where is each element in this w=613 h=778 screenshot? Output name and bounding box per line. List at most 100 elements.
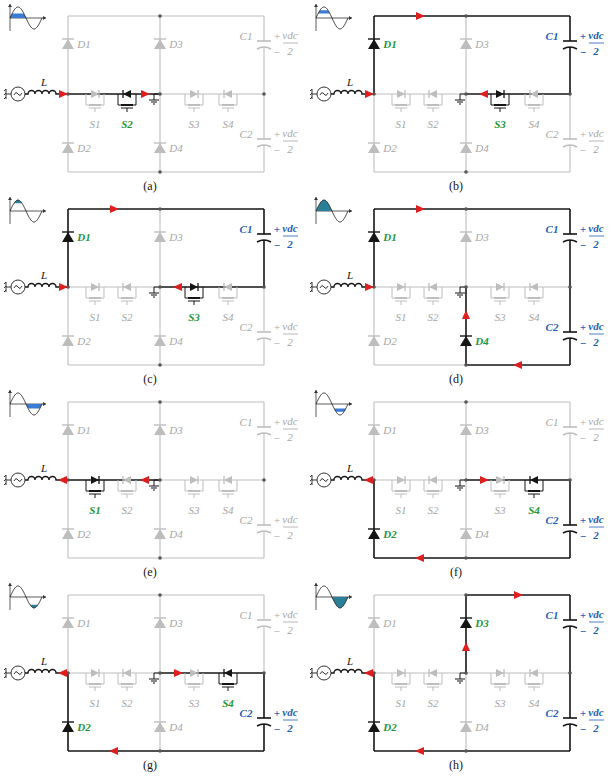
wire <box>67 287 68 365</box>
wire <box>159 16 160 94</box>
diode-symbol <box>368 39 380 49</box>
current-arrow <box>365 283 374 291</box>
inductor-label: L <box>41 656 47 667</box>
capacitor-label: C2 <box>546 515 559 526</box>
wire <box>569 16 571 94</box>
junction-dot <box>158 14 162 18</box>
diode-label: D1 <box>77 425 90 436</box>
diode-symbol <box>154 336 166 346</box>
diode-label: D1 <box>383 618 396 629</box>
diode-label: D1 <box>77 618 90 629</box>
ac-source <box>4 666 25 680</box>
mode-panel <box>310 390 604 562</box>
voltage-label: + <box>580 31 586 42</box>
mosfet-symbol <box>185 90 203 112</box>
wire <box>160 479 264 480</box>
voltage-label: 2 <box>593 432 599 443</box>
capacitor-symbol <box>257 139 271 147</box>
switch-label: S3 <box>188 312 200 323</box>
voltage-label: + <box>273 322 280 333</box>
diode-label: D3 <box>169 39 182 50</box>
voltage-label: vdc <box>282 416 297 427</box>
capacitor-symbol <box>257 427 271 435</box>
switch-label: S1 <box>90 698 101 709</box>
fraction-bar <box>589 527 604 528</box>
voltage-label: 2 <box>287 432 293 443</box>
junction-dot <box>158 400 162 404</box>
mosfet-symbol <box>219 669 237 691</box>
wire <box>465 287 467 365</box>
panel-caption: (g) <box>143 759 157 771</box>
ac-source <box>310 666 331 680</box>
wire <box>374 401 466 402</box>
capacitor-symbol <box>563 139 577 147</box>
diode-label: D1 <box>77 232 90 243</box>
wire <box>68 672 160 673</box>
ac-source <box>310 87 331 101</box>
capacitor-symbol <box>257 234 271 242</box>
voltage-label: + <box>580 610 586 621</box>
current-arrow <box>462 310 470 319</box>
wire <box>160 594 264 595</box>
switch-label: S3 <box>495 698 506 709</box>
voltage-label: − <box>273 433 280 444</box>
switch-label: S4 <box>222 698 234 709</box>
diode-symbol <box>154 232 166 242</box>
voltage-label: vdc <box>588 30 603 41</box>
voltage-label: − <box>580 338 587 349</box>
wire <box>374 364 466 365</box>
switch-label: S1 <box>396 698 407 709</box>
wire <box>263 94 264 172</box>
mosfet-symbol <box>219 476 237 498</box>
diode-symbol <box>154 618 166 628</box>
capacitor-label: C2 <box>240 129 253 140</box>
wire <box>160 171 264 172</box>
ground-symbol <box>149 287 160 297</box>
wire <box>569 402 570 480</box>
inductor-label: L <box>347 77 353 88</box>
diode-label: D2 <box>77 722 90 733</box>
mosfet-symbol <box>219 283 237 305</box>
current-arrow <box>415 554 424 562</box>
ground-symbol <box>455 94 466 104</box>
ground-symbol <box>455 480 466 490</box>
diode-symbol <box>460 425 472 435</box>
mode-panel <box>310 583 604 755</box>
switch-label: S1 <box>90 312 101 323</box>
switch-label: S3 <box>495 505 506 516</box>
inductor-label: L <box>41 463 47 474</box>
capacitor-symbol <box>563 332 577 340</box>
capacitor-symbol <box>257 718 271 726</box>
wire <box>374 286 466 287</box>
wire <box>466 672 570 673</box>
wire <box>263 595 264 673</box>
voltage-label: + <box>580 322 586 333</box>
diode-symbol <box>368 618 380 628</box>
wire <box>160 557 264 558</box>
capacitor-label: C2 <box>240 322 253 333</box>
fraction-bar <box>283 622 298 623</box>
capacitor-label: C2 <box>240 515 253 526</box>
capacitor-label: C1 <box>240 224 253 235</box>
switch-label: S3 <box>189 119 200 130</box>
mosfet-symbol <box>491 90 509 112</box>
wire <box>263 209 265 287</box>
junction-dot <box>262 478 266 482</box>
junction-dot <box>464 478 468 482</box>
wire <box>465 595 467 673</box>
voltage-label: 2 <box>593 239 599 250</box>
voltage-label: vdc <box>588 514 603 525</box>
wire <box>373 480 375 558</box>
junction-dot <box>464 400 468 404</box>
diode-label: D2 <box>383 336 396 347</box>
wire <box>465 480 466 558</box>
wire <box>569 209 571 287</box>
voltage-label: − <box>274 724 281 735</box>
wire <box>263 287 264 365</box>
junction-dot <box>464 170 468 174</box>
ac-source <box>4 473 25 487</box>
capacitor-label: C2 <box>546 129 559 140</box>
capacitor-symbol <box>563 718 577 726</box>
wire <box>67 16 68 94</box>
